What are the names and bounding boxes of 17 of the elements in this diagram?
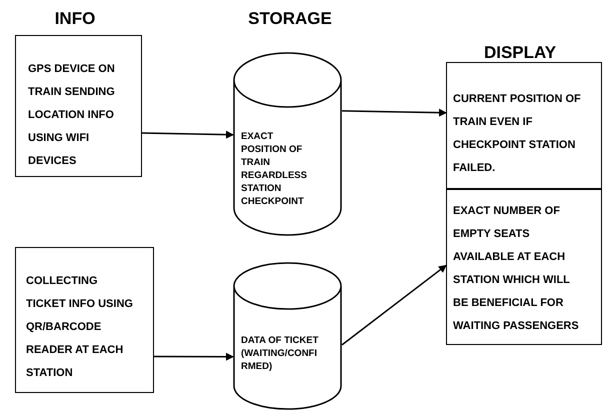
- box-text: COLLECTING TICKET INFO USING QR/BARCODE READER AT EACH STATION: [26, 274, 134, 381]
- box-text: GPS DEVICE ON TRAIN SENDING LOCATION INFO USING WIFI DEVICES: [28, 62, 116, 169]
- column-heading: DISPLAY: [482, 42, 558, 64]
- column-heading: INFO: [54, 8, 96, 30]
- arrow: [154, 352, 234, 361]
- process-box: [15, 35, 142, 177]
- box-text: CURRENT POSITION OF TRAIN EVEN IF CHECKPOINT STATION FAILED.: [453, 92, 582, 176]
- column-heading: STORAGE: [247, 8, 333, 30]
- process-box: [446, 189, 602, 345]
- process-box: [15, 247, 154, 393]
- process-box: [446, 62, 602, 189]
- arrow: [142, 130, 234, 139]
- arrow: [342, 108, 447, 117]
- storage-text: EXACT POSITION OF TRAIN REGARDLESS STATION CHECKPOINT: [241, 130, 308, 208]
- box-text: EXACT NUMBER OF EMPTY SEATS AVAILABLE AT EACH STATION WHICH WILL BE BENEFICIAL FOR WAITING PASSENGERS: [453, 204, 580, 334]
- storage-text: DATA OF TICKET (WAITING/CONFIRMED): [241, 334, 320, 373]
- arrow: [342, 264, 447, 346]
